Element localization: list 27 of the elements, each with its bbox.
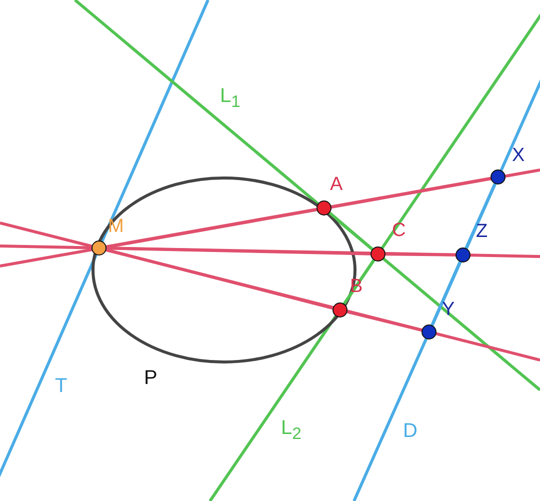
- point-label: X: [512, 146, 525, 165]
- point-label: C: [392, 221, 406, 240]
- line-label: L$_{2}$: [281, 418, 302, 443]
- line-label: T: [55, 376, 68, 396]
- line-segment: [342, 259, 376, 305]
- point-marker: [92, 240, 106, 256]
- line-segment: [106, 208, 317, 248]
- line-label: P: [144, 368, 158, 388]
- point-label: Z: [476, 222, 488, 241]
- line-segment: [106, 248, 334, 310]
- point-label: B: [350, 277, 363, 296]
- point-marker: [316, 200, 332, 216]
- line-segment: [430, 261, 462, 326]
- point-marker: [490, 170, 506, 184]
- line-segment: [328, 212, 374, 250]
- point-marker: [370, 246, 386, 262]
- line-segment: [346, 310, 422, 332]
- point-marker: [332, 302, 348, 318]
- line-label: D: [403, 421, 418, 441]
- line-segment: [385, 252, 456, 256]
- point-label: M: [108, 217, 124, 236]
- line-segment: [331, 176, 491, 208]
- point-marker: [456, 248, 470, 262]
- point-label: A: [330, 175, 343, 194]
- line-segment: [464, 183, 496, 249]
- line-label: L$_{1}$: [220, 86, 240, 111]
- point-marker: [422, 324, 436, 340]
